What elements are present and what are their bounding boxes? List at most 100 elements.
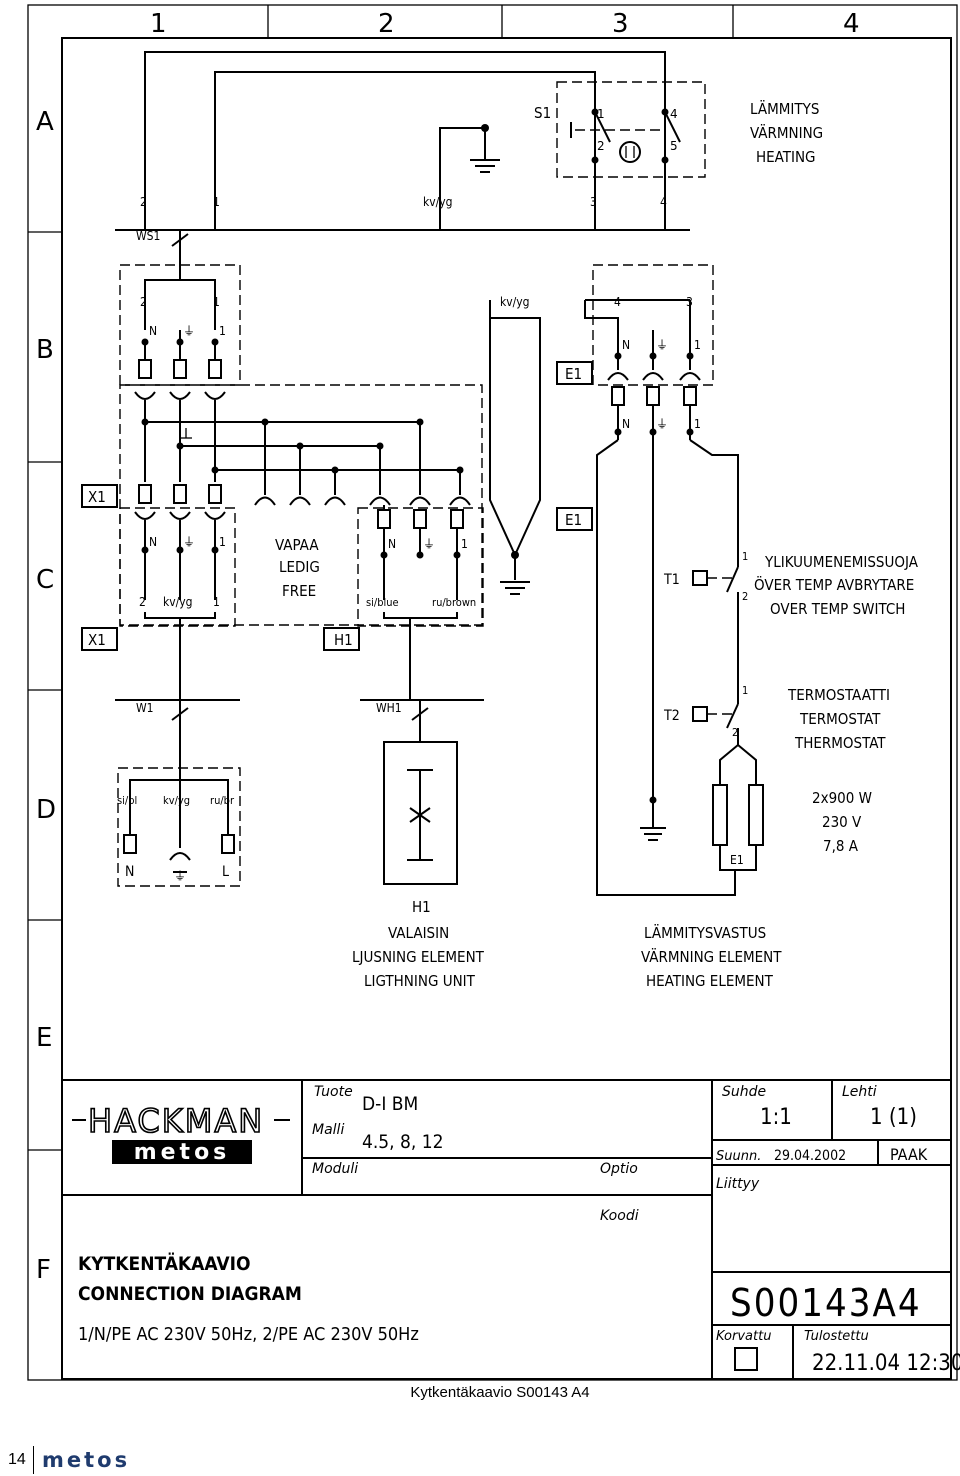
svg-text:ru/br: ru/br <box>210 794 235 807</box>
svg-text:ru/brown: ru/brown <box>432 596 476 609</box>
svg-text:Malli: Malli <box>312 1122 344 1138</box>
svg-text:Optio: Optio <box>600 1161 638 1177</box>
svg-text:kv/yg: kv/yg <box>500 295 530 309</box>
svg-text:29.04.2002: 29.04.2002 <box>774 1148 846 1164</box>
svg-text:D-I BM: D-I BM <box>362 1093 418 1115</box>
grid-row-e: E <box>36 1023 52 1053</box>
svg-text:metos: metos <box>42 1450 130 1470</box>
grid-row-f: F <box>36 1255 51 1285</box>
svg-text:1: 1 <box>694 338 701 352</box>
connector-block-left: 2 1 N ⏚ 1 <box>119 264 241 400</box>
svg-text:3: 3 <box>686 295 693 309</box>
svg-text:N: N <box>149 324 157 338</box>
svg-text:VALAISIN: VALAISIN <box>388 924 449 942</box>
svg-text:⏚: ⏚ <box>423 537 435 551</box>
svg-text:2: 2 <box>732 726 738 739</box>
svg-text:230 V: 230 V <box>822 813 862 831</box>
svg-text:metos: metos <box>134 1140 231 1165</box>
svg-text:kv/yg: kv/yg <box>163 794 190 807</box>
svg-text:LEDIG: LEDIG <box>279 558 320 576</box>
svg-text:3: 3 <box>590 195 597 209</box>
svg-text:⏚: ⏚ <box>183 535 195 549</box>
grid-col-2: 2 <box>378 9 395 39</box>
svg-text:THERMOSTAT: THERMOSTAT <box>794 734 886 752</box>
svg-text:X1: X1 <box>88 631 106 649</box>
heating-element: E1 2x900 W 230 V 7,8 A LÄMMITYSVASTUS VÄ… <box>640 784 872 990</box>
svg-text:ÖVER TEMP AVBRYTARE: ÖVER TEMP AVBRYTARE <box>754 575 914 594</box>
svg-text:1 (1): 1 (1) <box>870 1105 917 1130</box>
svg-text:1:1: 1:1 <box>760 1105 792 1130</box>
svg-text:kv/yg: kv/yg <box>423 195 453 209</box>
svg-text:5: 5 <box>670 139 678 153</box>
grid-row-a: A <box>36 107 54 137</box>
svg-text:Koodi: Koodi <box>600 1208 639 1224</box>
svg-text:OVER TEMP SWITCH: OVER TEMP SWITCH <box>770 600 905 618</box>
grid-row-c: C <box>36 565 54 595</box>
svg-text:1: 1 <box>742 684 748 697</box>
svg-text:⏚: ⏚ <box>656 338 668 352</box>
cable-ws1: WS1 <box>115 229 690 280</box>
svg-text:1: 1 <box>461 537 468 551</box>
svg-text:Tuote: Tuote <box>314 1084 353 1100</box>
internal-bus <box>119 384 483 626</box>
svg-text:YLIKUUMENEMISSUOJA: YLIKUUMENEMISSUOJA <box>764 553 919 571</box>
grid-col-3: 3 <box>612 9 629 39</box>
svg-text:HEATING: HEATING <box>756 148 816 166</box>
svg-text:2x900 W: 2x900 W <box>812 789 872 807</box>
title-block: HACKMAN metos Tuote D-I BM Malli 4.5, 8,… <box>61 1079 960 1380</box>
svg-text:1: 1 <box>597 107 605 121</box>
svg-text:1: 1 <box>742 550 748 563</box>
svg-text:LÄMMITYS: LÄMMITYS <box>750 99 819 118</box>
svg-text:VAPAA: VAPAA <box>275 536 319 554</box>
svg-text:H1: H1 <box>334 631 353 649</box>
svg-text:Tulostettu: Tulostettu <box>804 1329 869 1344</box>
svg-text:VÄRMNING: VÄRMNING <box>750 123 823 142</box>
svg-text:N: N <box>622 417 630 431</box>
wiring-diagram-sheet: 1 2 3 4 A B C D E F S1 1 4 2 5 LÄMMITYS … <box>27 4 960 1381</box>
svg-text:HEATING ELEMENT: HEATING ELEMENT <box>646 972 774 990</box>
svg-text:LÄMMITYSVASTUS: LÄMMITYSVASTUS <box>644 923 766 942</box>
svg-text:LJUSNING ELEMENT: LJUSNING ELEMENT <box>352 948 485 966</box>
svg-text:1: 1 <box>694 417 701 431</box>
korvattu-checkbox <box>734 1347 758 1371</box>
grid-row-d: D <box>36 795 56 825</box>
svg-text:TERMOSTAT: TERMOSTAT <box>799 710 881 728</box>
svg-text:1: 1 <box>213 195 220 209</box>
svg-text:4: 4 <box>660 195 667 209</box>
svg-text:2: 2 <box>742 590 748 603</box>
s1-ref: S1 <box>534 104 551 122</box>
svg-text:T1: T1 <box>663 572 680 588</box>
svg-text:E1: E1 <box>730 853 744 867</box>
svg-text:2: 2 <box>140 195 147 209</box>
svg-text:1: 1 <box>219 535 226 549</box>
connector-block-right: 4 3 kv/yg N ⏚ 1 E1 N ⏚ 1 <box>489 264 739 896</box>
svg-text:N: N <box>622 338 630 352</box>
hackman-metos-logo: HACKMAN metos <box>72 1101 290 1165</box>
heating-switch-circuit: S1 1 4 2 5 LÄMMITYS VÄRMNING HEATING 2 1… <box>140 51 823 230</box>
svg-text:Suunn.: Suunn. <box>716 1149 761 1164</box>
svg-text:2: 2 <box>139 595 146 609</box>
svg-text:L: L <box>222 864 229 880</box>
svg-text:4: 4 <box>614 295 621 309</box>
x1-terminal-block: X1 N ⏚ 1 2 kv/yg 1 X1 <box>81 484 236 700</box>
page-number: 14 <box>8 1451 26 1468</box>
svg-text:kv/yg: kv/yg <box>163 595 193 609</box>
svg-text:4.5, 8, 12: 4.5, 8, 12 <box>362 1131 444 1153</box>
svg-text:Suhde: Suhde <box>722 1084 766 1100</box>
cable-wh1: WH1 <box>360 699 484 742</box>
svg-text:VÄRMNING ELEMENT: VÄRMNING ELEMENT <box>641 947 782 966</box>
svg-text:X1: X1 <box>88 488 106 506</box>
svg-text:⏚: ⏚ <box>183 324 195 338</box>
svg-text:4: 4 <box>670 107 678 121</box>
svg-text:⏚: ⏚ <box>174 869 186 883</box>
svg-text:WH1: WH1 <box>376 701 402 715</box>
svg-text:1: 1 <box>213 295 220 309</box>
svg-text:S00143A4: S00143A4 <box>730 1281 922 1325</box>
svg-text:⏚: ⏚ <box>656 417 668 431</box>
thermostat: T2 1 2 TERMOSTAATTI TERMOSTAT THERMOSTAT <box>663 684 890 785</box>
svg-text:si/blue: si/blue <box>366 596 399 609</box>
s1-dashed-box <box>556 81 706 178</box>
svg-text:E1: E1 <box>565 511 582 529</box>
svg-text:Liittyy: Liittyy <box>716 1176 760 1192</box>
footer-divider <box>33 1446 34 1474</box>
